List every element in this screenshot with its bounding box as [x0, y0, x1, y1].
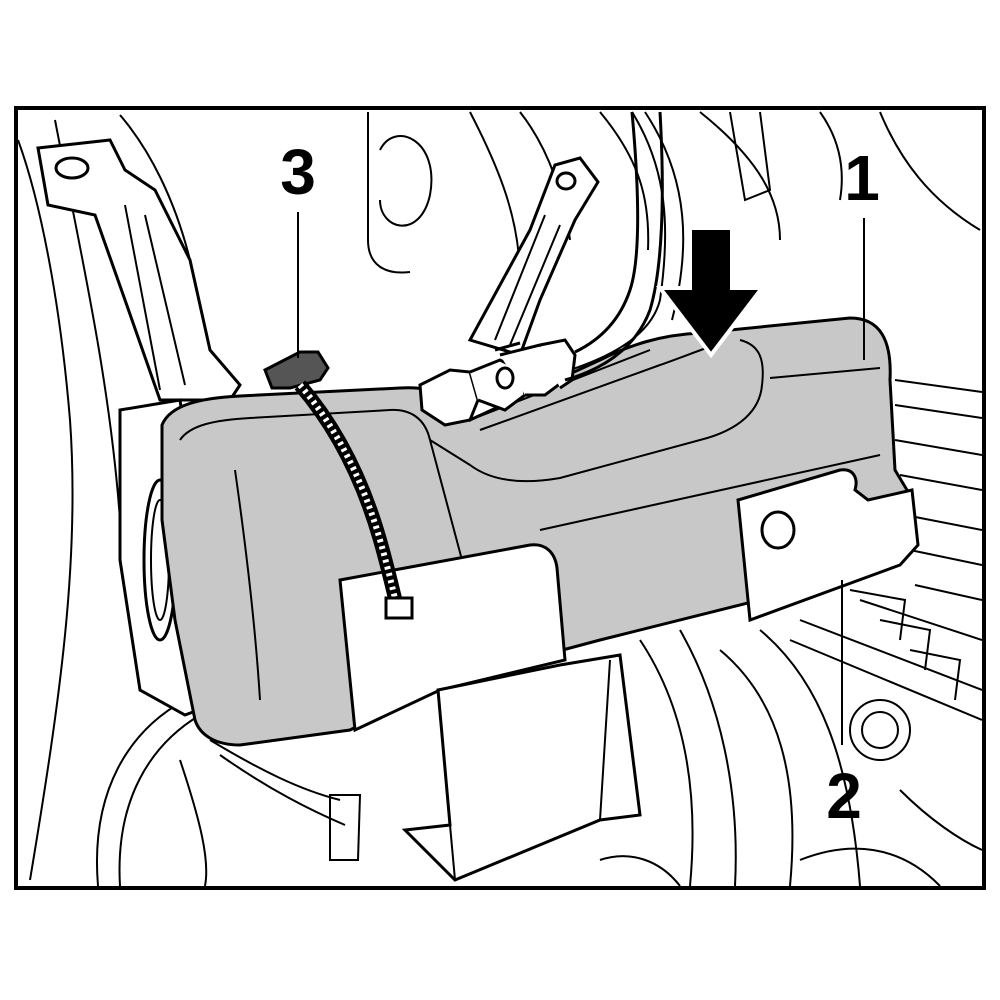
mounting-bracket-center: [467, 156, 600, 357]
bracket-hole-center: [555, 171, 577, 191]
leader-lines: [297, 212, 865, 745]
retaining-bracket: [736, 468, 920, 623]
callout-1: 1: [844, 142, 880, 214]
mounting-bracket-left: [36, 138, 242, 402]
cable-tie: [263, 350, 414, 620]
bracket-hole-left: [54, 156, 90, 180]
retaining-bracket-hole: [760, 510, 796, 550]
callout-3: 3: [280, 136, 316, 208]
pipe-connectors: [418, 111, 664, 427]
callout-2: 2: [826, 760, 862, 832]
arrow-down-icon: [655, 226, 767, 359]
